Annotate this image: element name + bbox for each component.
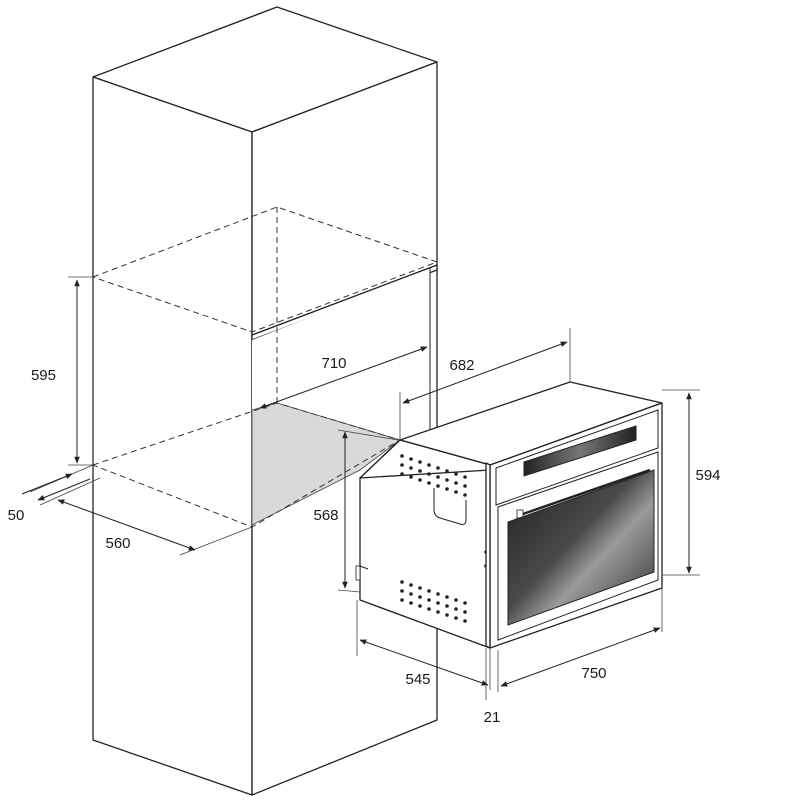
label-vent-gap: 50 bbox=[8, 507, 25, 524]
dimension-545: 545 bbox=[356, 600, 491, 690]
oven-window bbox=[507, 469, 655, 626]
dimension-594: 594 bbox=[662, 389, 721, 576]
dimension-710: 710 bbox=[259, 346, 428, 409]
oven-front-lip bbox=[485, 462, 491, 649]
label-oven-depth: 682 bbox=[449, 357, 474, 374]
label-oven-body-height: 568 bbox=[313, 507, 338, 524]
label-niche-width: 560 bbox=[105, 535, 130, 552]
label-oven-height: 594 bbox=[695, 467, 720, 484]
dimension-560: 560 bbox=[57, 499, 253, 556]
label-oven-body-depth: 545 bbox=[405, 671, 430, 688]
vent-holes-upper bbox=[400, 454, 467, 497]
niche-upper-back bbox=[251, 264, 438, 341]
label-front-thickness: 21 bbox=[484, 709, 501, 726]
control-panel bbox=[523, 425, 637, 477]
dimension-682: 682 bbox=[399, 328, 571, 440]
oven bbox=[355, 381, 663, 649]
control-panel-frame bbox=[495, 409, 659, 506]
oven-door bbox=[497, 451, 659, 641]
label-niche-height: 595 bbox=[31, 367, 56, 384]
dimension-21: 21 bbox=[484, 648, 501, 726]
side-handle bbox=[433, 488, 467, 525]
dimension-595: 595 bbox=[31, 276, 93, 466]
dimension-568: 568 bbox=[313, 429, 399, 593]
door-handle bbox=[519, 468, 651, 517]
dimension-750: 750 bbox=[497, 588, 663, 692]
cabinet-left-face bbox=[92, 76, 253, 796]
dimension-50: 50 bbox=[8, 464, 101, 524]
niche-top-dashed bbox=[91, 206, 439, 333]
vent-holes-lower bbox=[400, 580, 467, 623]
label-oven-width: 750 bbox=[581, 665, 606, 682]
label-niche-depth: 710 bbox=[321, 355, 346, 372]
